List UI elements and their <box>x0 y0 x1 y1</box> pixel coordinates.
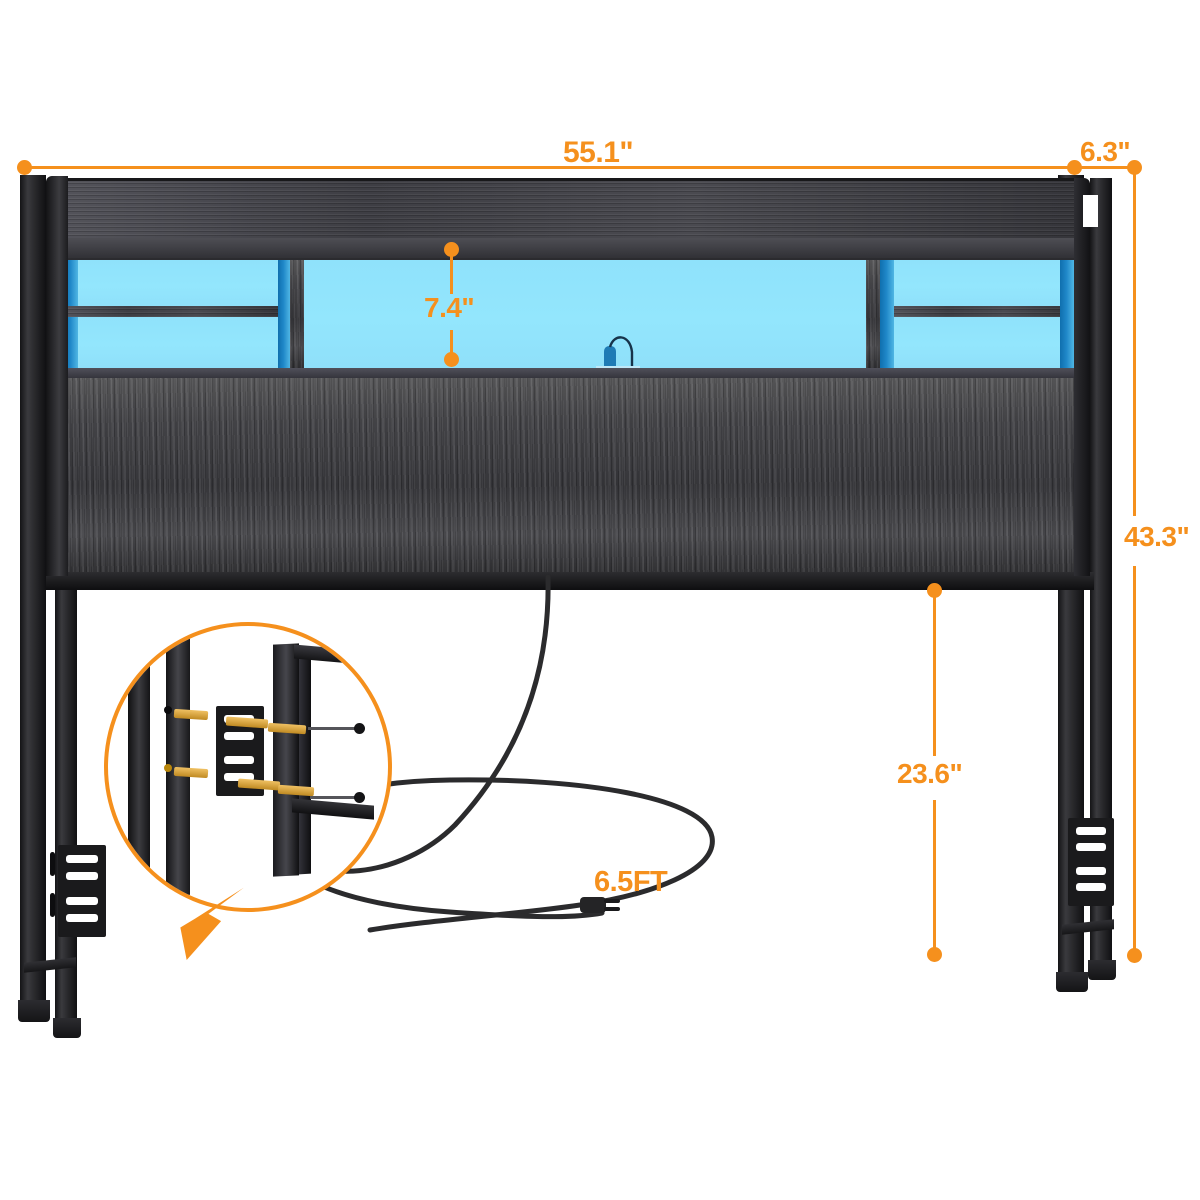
top-shelf-lip <box>62 238 1082 260</box>
width-dimension-endpoint <box>1067 160 1082 175</box>
hole-icon <box>164 706 172 714</box>
cubby-divider-right <box>866 260 880 368</box>
bracket-slot <box>224 773 254 781</box>
left-bracket-pin <box>50 893 55 917</box>
depth-dimension-endpoint <box>1127 160 1142 175</box>
screw-icon <box>354 723 365 734</box>
width-dimension-line <box>24 166 1076 169</box>
total-height-dimension-label: 43.3" <box>1124 521 1190 552</box>
bracket-slot <box>66 872 98 880</box>
left-bracket <box>58 845 106 937</box>
screw-icon <box>310 796 360 799</box>
left-bracket-pin <box>50 852 55 876</box>
cubby-center <box>304 260 866 368</box>
left-leg <box>20 175 46 1020</box>
shelf-height-dimension-line <box>450 330 453 360</box>
bracket-slot <box>1076 867 1106 875</box>
shelf-height-dimension-endpoint <box>444 352 459 367</box>
cubby-right-side-glow <box>1060 260 1074 368</box>
cubby-left-lower <box>78 316 278 368</box>
cubby-divider-left <box>290 260 304 368</box>
depth-dimension-line <box>1078 166 1134 169</box>
bracket-slot <box>66 897 98 905</box>
magnifier-pointer-arrow <box>180 887 244 960</box>
cable-length-label: 6.5FT <box>594 866 668 898</box>
cubby-right-divider <box>894 306 1072 317</box>
bracket-slot <box>224 732 254 740</box>
leg-height-dimension-line <box>933 592 936 756</box>
bracket-slot <box>1076 843 1106 851</box>
plug-head <box>580 897 620 913</box>
total-height-dimension-line <box>1133 170 1136 516</box>
shelf-height-dimension-label: 7.4" <box>424 292 475 323</box>
shelf-height-dimension-endpoint <box>444 242 459 257</box>
leg-height-dimension-line <box>933 800 936 952</box>
right-leg-inner-foot <box>1088 960 1116 980</box>
bracket-slot <box>224 756 254 764</box>
bracket-slot <box>1076 883 1106 891</box>
depth-dimension-label: 6.3" <box>1080 136 1131 167</box>
outlet-plug-icon <box>596 336 640 369</box>
total-height-dimension-endpoint <box>1127 948 1142 963</box>
screw-icon <box>308 727 358 730</box>
divider-left-glow <box>278 260 290 368</box>
leg-height-dimension-endpoint <box>927 583 942 598</box>
right-leg-foot <box>1056 972 1088 992</box>
leg-height-dimension-label: 23.6" <box>897 758 963 789</box>
corner-notch <box>1083 195 1098 227</box>
total-height-dimension-line <box>1133 566 1136 956</box>
headboard-bottom-rail <box>46 572 1094 590</box>
screw-icon <box>354 792 365 803</box>
inset-post-right-edge <box>299 647 311 875</box>
cubby-left-upper <box>78 260 278 308</box>
shelf-height-dimension-line <box>450 248 453 294</box>
cubby-right-lower <box>894 316 1060 368</box>
hole-icon <box>164 764 172 772</box>
inset-post-left-outer <box>128 639 150 893</box>
left-leg-inner-foot <box>53 1018 81 1038</box>
inset-post-right <box>273 643 299 877</box>
right-frame-edge <box>1074 178 1090 576</box>
leg-height-dimension-endpoint <box>927 947 942 962</box>
bracket-slot <box>1076 827 1106 835</box>
width-dimension-endpoint <box>17 160 32 175</box>
bracket-slot <box>66 914 98 922</box>
bracket-slot <box>66 855 98 863</box>
cubby-left-divider <box>64 306 278 317</box>
right-bracket <box>1068 818 1114 906</box>
headboard-panel <box>62 378 1082 574</box>
left-leg-foot <box>18 1000 50 1022</box>
width-dimension-label: 55.1" <box>563 136 634 169</box>
bracket-detail-magnifier <box>104 622 392 912</box>
cubby-right-upper <box>894 260 1060 308</box>
divider-right-glow <box>880 260 894 368</box>
top-shelf-surface <box>62 178 1082 243</box>
left-frame-edge <box>46 176 68 576</box>
right-leg-inner <box>1090 178 1112 978</box>
